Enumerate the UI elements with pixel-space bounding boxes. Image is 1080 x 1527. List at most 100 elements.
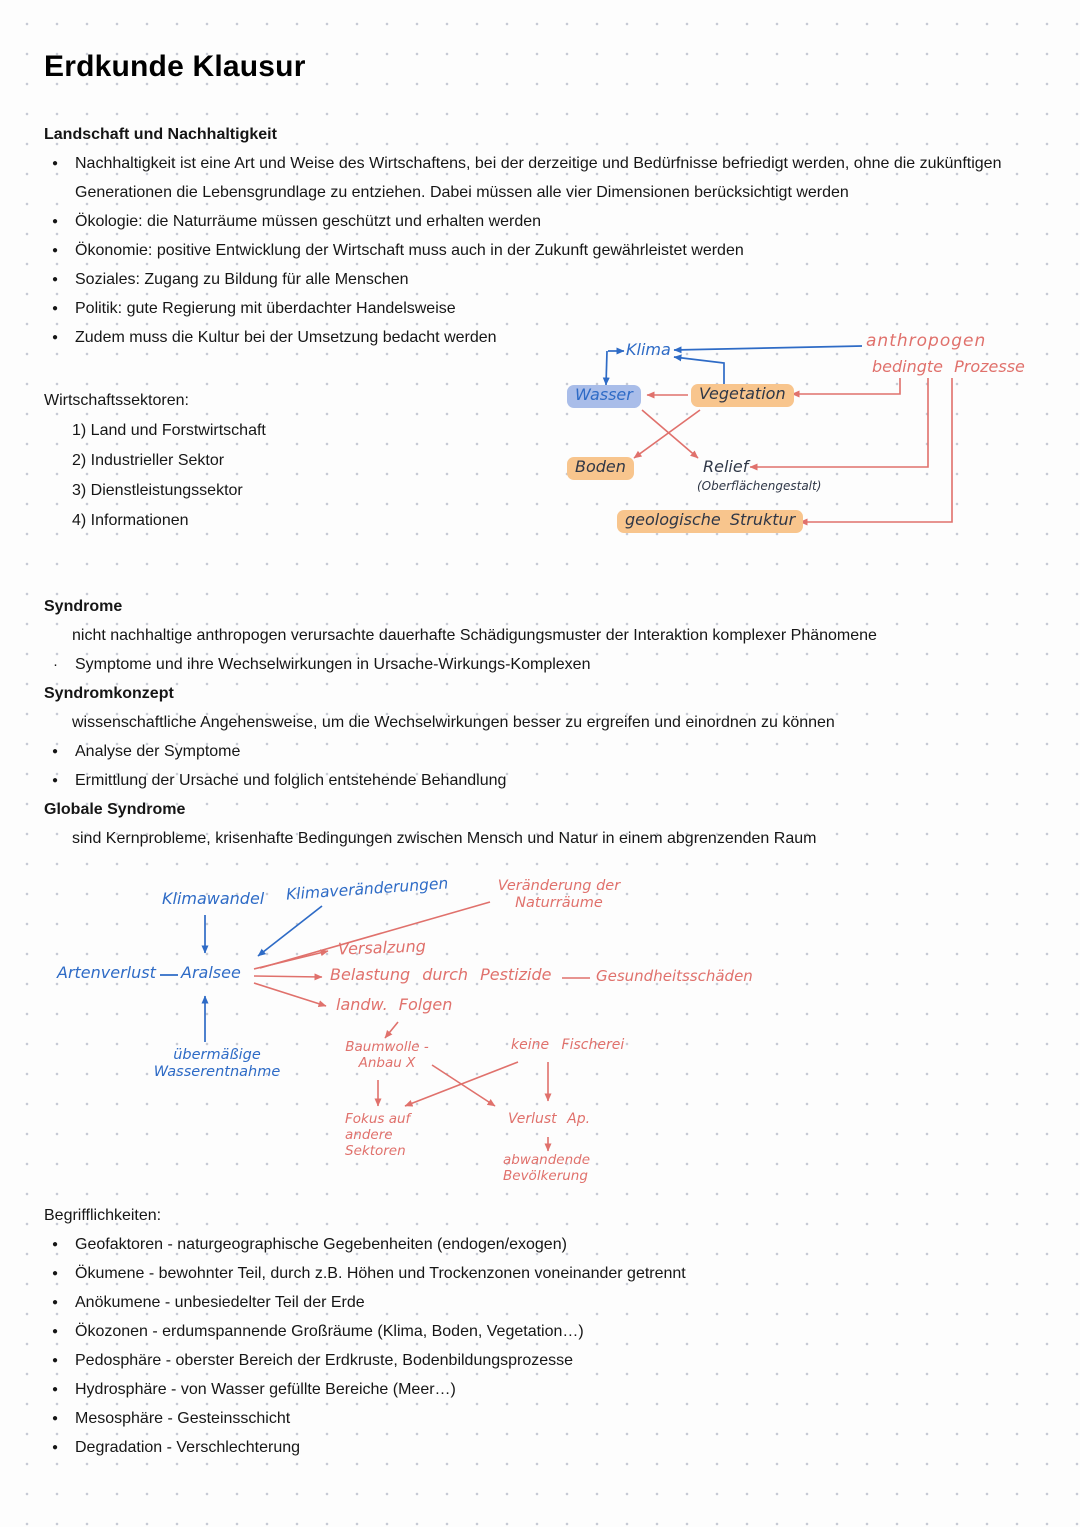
arrow-prozesse-to-vegetation	[791, 378, 901, 398]
node-line: Baumwolle -	[345, 1039, 429, 1055]
list-item: ● Mesosphäre - Gesteinsschicht	[44, 1404, 1042, 1433]
bullet-icon: ●	[52, 1268, 59, 1279]
node-line: Wasserentnahme	[153, 1064, 281, 1081]
arrow-aralsee-to-landw-folgen	[253, 982, 327, 1008]
bullet-icon: ●	[52, 1355, 59, 1366]
arrow-baumwolle-to-verlust	[431, 1064, 496, 1107]
arrow-anthropogen-to-klima	[673, 345, 863, 354]
list-item: ● Ermittlung der Ursache und folglich ent…	[44, 766, 1042, 795]
node-belastung-pestizide: Belastung durch Pestizide	[330, 965, 552, 984]
arrow-fischerei-to-fokus	[404, 1061, 519, 1107]
list-item: ●Ökozonen - erdumspannende Großräume (Kl…	[44, 1317, 1042, 1346]
list-item: ·Symptome und ihre Wechselwirkungen in U…	[44, 650, 1042, 679]
node-geologische-struktur: geologische Struktur	[617, 510, 804, 533]
arrow-wasser-to-relief	[641, 409, 699, 459]
node-bedingte-prozesse: bedingte Prozesse	[872, 357, 1025, 376]
bullet-icon: ●	[52, 1413, 59, 1424]
list-item-text: Symptome und ihre Wechselwirkungen in Ur…	[75, 656, 591, 673]
node-vegetation: Vegetation	[691, 384, 794, 407]
bullet-icon: ●	[52, 216, 59, 227]
node-line: Fokus auf	[345, 1111, 411, 1127]
node-line: Sektoren	[345, 1142, 406, 1159]
list-item-text: Hydrosphäre - von Wasser gefüllte Bereic…	[75, 1381, 456, 1398]
section-begrifflichkeiten: Begrifflichkeiten: ●Geofaktoren - naturg…	[44, 1201, 1042, 1462]
list-item: ●Degradation - Verschlechterung	[44, 1433, 1042, 1462]
list-item-text: Ermittlung der Ursache und folglich ents…	[75, 772, 507, 789]
list-item-text: Mesosphäre - Gesteinsschicht	[75, 1410, 291, 1427]
node-verlust-ap: Verlust Ap.	[508, 1111, 591, 1127]
arrow-landw-to-baumwolle	[384, 1021, 399, 1039]
node-klimawandel: Klimawandel	[162, 889, 265, 908]
section-heading-sektoren: Wirtschaftssektoren:	[44, 392, 189, 409]
list-item-text: Politik: gute Regierung mit überdachter …	[75, 300, 456, 317]
section-heading-syndromkonzept: Syndromkonzept	[44, 685, 174, 702]
section-heading-nachhaltigkeit: Landschaft und Nachhaltigkeit	[44, 126, 277, 143]
node-keine-fischerei: keine Fischerei	[511, 1037, 625, 1053]
list-item: ● Politik: gute Regierung mit überdachter…	[44, 294, 1042, 323]
bullet-icon: ●	[52, 332, 59, 343]
bullet-icon: ●	[52, 775, 59, 786]
bullet-icon: ●	[52, 1239, 59, 1250]
list-item: ● Analyse der Symptome	[44, 737, 1042, 766]
arrow-prozesse-to-geostruktur	[799, 378, 953, 526]
section-heading-syndrome: Syndrome	[44, 598, 123, 615]
arrow-vegetation-to-klima	[673, 354, 725, 386]
section-wirtschaftssektoren: Wirtschaftssektoren: 1) Land und Forstwi…	[44, 386, 504, 536]
list-item-text: Zudem muss die Kultur bei der Umsetzung …	[75, 329, 497, 346]
list-item-text: Pedosphäre - oberster Bereich der Erdkru…	[75, 1352, 574, 1369]
node-line: Naturräume	[515, 895, 603, 912]
node-line: abwandende	[503, 1152, 591, 1168]
node-line: Anbau X	[358, 1054, 416, 1071]
node-line: Bevölkerung	[503, 1167, 588, 1184]
arrow-klima-to-wasser	[602, 350, 610, 386]
arrow-vegetation-to-boden	[633, 409, 701, 459]
node-fokus-sektoren: Fokus auf andere Sektoren	[345, 1111, 435, 1160]
list-item-text: Ökozonen - erdumspannende Großräume (Kli…	[75, 1323, 584, 1340]
text-line: wissenschaftliche Angehensweise, um die …	[72, 714, 835, 731]
list-item-text: Ökumene - bewohnter Teil, durch z.B. Höh…	[75, 1265, 686, 1282]
list-item: ●Soziales: Zugang zu Bildung für alle Me…	[44, 265, 1042, 294]
list-item: ● Nachhaltigkeit ist eine Art und Weise d…	[44, 149, 1042, 207]
bullet-icon: ●	[52, 274, 59, 285]
bullet-icon: ●	[52, 303, 59, 314]
page-title: Erdkunde Klausur	[44, 50, 306, 83]
list-item-text: Analyse der Symptome	[75, 743, 241, 760]
node-boden: Boden	[567, 457, 634, 480]
node-aralsee: Aralsee	[181, 963, 241, 982]
list-item-text: Ökologie: die Naturräume müssen geschütz…	[75, 213, 542, 230]
arrow-aralsee-to-belastung	[253, 973, 323, 981]
list-item-text: Nachhaltigkeit ist eine Art und Weise de…	[75, 155, 1002, 201]
node-anthropogen: anthropogen	[866, 331, 987, 351]
bullet-icon: ●	[52, 158, 59, 169]
numbered-item: 3) Dienstleistungssektor	[72, 482, 243, 499]
node-line: übermäßige	[173, 1047, 261, 1063]
list-item: ● Ökonomie: positive Entwicklung der Wirt…	[44, 236, 1042, 265]
node-klima: Klima	[626, 340, 671, 359]
node-relief: Relief	[703, 457, 749, 476]
bullet-icon: ●	[52, 1297, 59, 1308]
oekofaktoren-diagramm-arrows	[602, 345, 953, 526]
list-item-text: Anökumene - unbesiedelter Teil der Erde	[75, 1294, 365, 1311]
list-item-text: Ökonomie: positive Entwicklung der Wirts…	[75, 242, 744, 259]
bullet-icon: ●	[52, 746, 59, 757]
section-syndrome: Syndrome nicht nachhaltige anthropogen v…	[44, 592, 1042, 853]
list-item: ●Hydrosphäre - von Wasser gefüllte Berei…	[44, 1375, 1042, 1404]
list-item: ● Ökumene - bewohnter Teil, durch z.B. Hö…	[44, 1259, 1042, 1288]
node-wasser: Wasser	[567, 385, 641, 408]
section-heading-globale-syndrome: Globale Syndrome	[44, 801, 186, 818]
bullet-icon: ●	[52, 245, 59, 256]
list-item-text: Geofaktoren - naturgeographische Gegeben…	[75, 1236, 567, 1253]
text-line: sind Kernprobleme, krisenhafte Bedingung…	[72, 830, 817, 847]
node-abwandernde-bevoelkerung: abwandende Bevölkerung	[503, 1152, 613, 1185]
numbered-item: 4) Informationen	[72, 512, 189, 529]
node-versalzung: Versalzung	[337, 936, 427, 959]
node-line: Veränderung der	[497, 878, 621, 894]
node-baumwolle-anbau: Baumwolle - Anbau X	[340, 1039, 434, 1072]
list-item: ● Geofaktoren - naturgeographische Gegebe…	[44, 1230, 1042, 1259]
numbered-item: 2) Industrieller Sektor	[72, 452, 225, 469]
text-line: nicht nachhaltige anthropogen verursacht…	[72, 627, 877, 644]
section-nachhaltigkeit: Landschaft und Nachhaltigkeit ● Nachhalti…	[44, 120, 1042, 352]
node-artenverlust: Artenverlust	[57, 963, 156, 982]
node-gesundheitsschaeden: Gesundheitsschäden	[596, 967, 753, 985]
